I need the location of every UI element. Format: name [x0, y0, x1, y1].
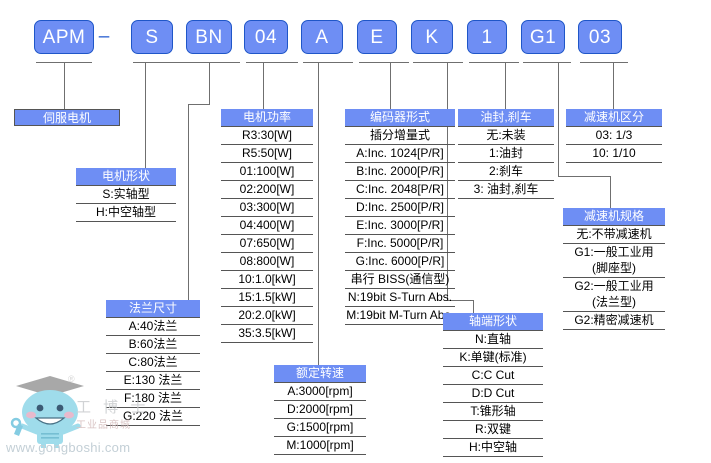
code-chip-apm: APM	[34, 20, 94, 54]
list-item: 1:油封	[458, 145, 554, 163]
list-item: B:60法兰	[106, 336, 200, 354]
list-item: 10:1.0[kW]	[221, 271, 313, 289]
block-flange-size: 法兰尺寸 A:40法兰 B:60法兰 C:80法兰 E:130 法兰 F:180…	[106, 300, 200, 426]
block-encoder-type-title: 编码器形式	[345, 109, 455, 127]
list-item: C:80法兰	[106, 354, 200, 372]
list-item: C:C Cut	[443, 367, 543, 385]
block-rated-speed: 额定转速 A:3000[rpm] D:2000[rpm] G:1500[rpm]…	[274, 365, 366, 455]
list-item: S:实轴型	[76, 186, 176, 204]
block-reducer-spec: 减速机规格 无:不带减速机 G1:一般工业用 (脚座型) G2:一般工业用 (法…	[563, 208, 665, 330]
list-item: M:1000[rpm]	[274, 437, 366, 455]
list-item: G:Inc. 6000[P/R]	[345, 253, 455, 271]
list-item: E:Inc. 3000[P/R]	[345, 217, 455, 235]
list-item: K:单键(标准)	[443, 349, 543, 367]
list-item: 07:650[W]	[221, 235, 313, 253]
list-item: R3:30[W]	[221, 127, 313, 145]
list-item: G:1500[rpm]	[274, 419, 366, 437]
list-item: 串行 BISS(通信型)	[345, 271, 455, 289]
block-motor-power: 电机功率 R3:30[W] R5:50[W] 01:100[W] 02:200[…	[221, 109, 313, 343]
code-chip-power: 04	[244, 20, 288, 54]
list-item: A:40法兰	[106, 318, 200, 336]
list-item: H:中空轴	[443, 439, 543, 457]
list-item: H:中空轴型	[76, 204, 176, 222]
list-item: 08:800[W]	[221, 253, 313, 271]
watermark-url: www.gongboshi.com	[6, 440, 131, 455]
block-reducer-spec-title: 减速机规格	[563, 208, 665, 226]
block-reducer-ratio-title: 减速机区分	[566, 109, 662, 127]
block-motor-power-title: 电机功率	[221, 109, 313, 127]
block-encoder-type: 编码器形式 插分增量式 A:Inc. 1024[P/R] B:Inc. 2000…	[345, 109, 455, 325]
code-chip-reducer-ratio: 03	[578, 20, 622, 54]
list-item: C:Inc. 2048[P/R]	[345, 181, 455, 199]
list-item: 3: 油封,刹车	[458, 181, 554, 199]
block-motor-shape: 电机形状 S:实轴型 H:中空轴型	[76, 168, 176, 222]
list-item: A:Inc. 1024[P/R]	[345, 145, 455, 163]
list-item: 2:刹车	[458, 163, 554, 181]
block-motor-shape-title: 电机形状	[76, 168, 176, 186]
list-item: 02:200[W]	[221, 181, 313, 199]
list-item: F:Inc. 5000[P/R]	[345, 235, 455, 253]
list-item: 无:不带减速机	[563, 226, 665, 244]
registered-mark: ®	[68, 374, 75, 384]
list-item: 04:400[W]	[221, 217, 313, 235]
list-item: 03:300[W]	[221, 199, 313, 217]
list-item: 无:未装	[458, 127, 554, 145]
block-shaft-end-title: 轴端形状	[443, 313, 543, 331]
list-item: M:19bit M-Turn Abs.	[345, 307, 455, 325]
list-item: F:180 法兰	[106, 390, 200, 408]
list-item: N:直轴	[443, 331, 543, 349]
block-reducer-ratio: 减速机区分 03: 1/3 10: 1/10	[566, 109, 662, 163]
list-item: 15:1.5[kW]	[221, 289, 313, 307]
code-chip-seal: 1	[467, 20, 507, 54]
list-item: D:Inc. 2500[P/R]	[345, 199, 455, 217]
list-item: G2:精密减速机	[563, 312, 665, 330]
list-item: B:Inc. 2000[P/R]	[345, 163, 455, 181]
block-servo-motor: 伺服电机	[14, 109, 120, 126]
block-oil-seal-brake-title: 油封,刹车	[458, 109, 554, 127]
list-item: 20:2.0[kW]	[221, 307, 313, 325]
list-item: G:220 法兰	[106, 408, 200, 426]
list-item: D:2000[rpm]	[274, 401, 366, 419]
list-item: 10: 1/10	[566, 145, 662, 163]
list-item: (脚座型)	[563, 260, 665, 278]
list-item: 35:3.5[kW]	[221, 325, 313, 343]
list-item: G2:一般工业用	[574, 279, 654, 293]
code-chip-flange: BN	[186, 20, 232, 54]
code-chip-encoder: E	[357, 20, 397, 54]
list-item: D:D Cut	[443, 385, 543, 403]
list-item: A:3000[rpm]	[274, 383, 366, 401]
list-item: 插分增量式	[345, 127, 455, 145]
code-chip-shape: S	[131, 20, 173, 54]
list-item: R:双键	[443, 421, 543, 439]
list-item: N:19bit S-Turn Abs.	[345, 289, 455, 307]
list-item: G1:一般工业用	[574, 245, 654, 259]
block-flange-size-title: 法兰尺寸	[106, 300, 200, 318]
list-item: (法兰型)	[563, 294, 665, 312]
list-item: T:锥形轴	[443, 403, 543, 421]
block-oil-seal-brake: 油封,刹车 无:未装 1:油封 2:刹车 3: 油封,刹车	[458, 109, 554, 199]
list-item: 03: 1/3	[566, 127, 662, 145]
list-item: R5:50[W]	[221, 145, 313, 163]
block-rated-speed-title: 额定转速	[274, 365, 366, 383]
code-chip-reducer-spec: G1	[521, 20, 565, 54]
block-shaft-end: 轴端形状 N:直轴 K:单键(标准) C:C Cut D:D Cut T:锥形轴…	[443, 313, 543, 457]
list-item: E:130 法兰	[106, 372, 200, 390]
code-chip-shaft: K	[411, 20, 453, 54]
code-separator-dash: –	[98, 26, 110, 47]
code-chip-speed: A	[301, 20, 343, 54]
list-item: 01:100[W]	[221, 163, 313, 181]
